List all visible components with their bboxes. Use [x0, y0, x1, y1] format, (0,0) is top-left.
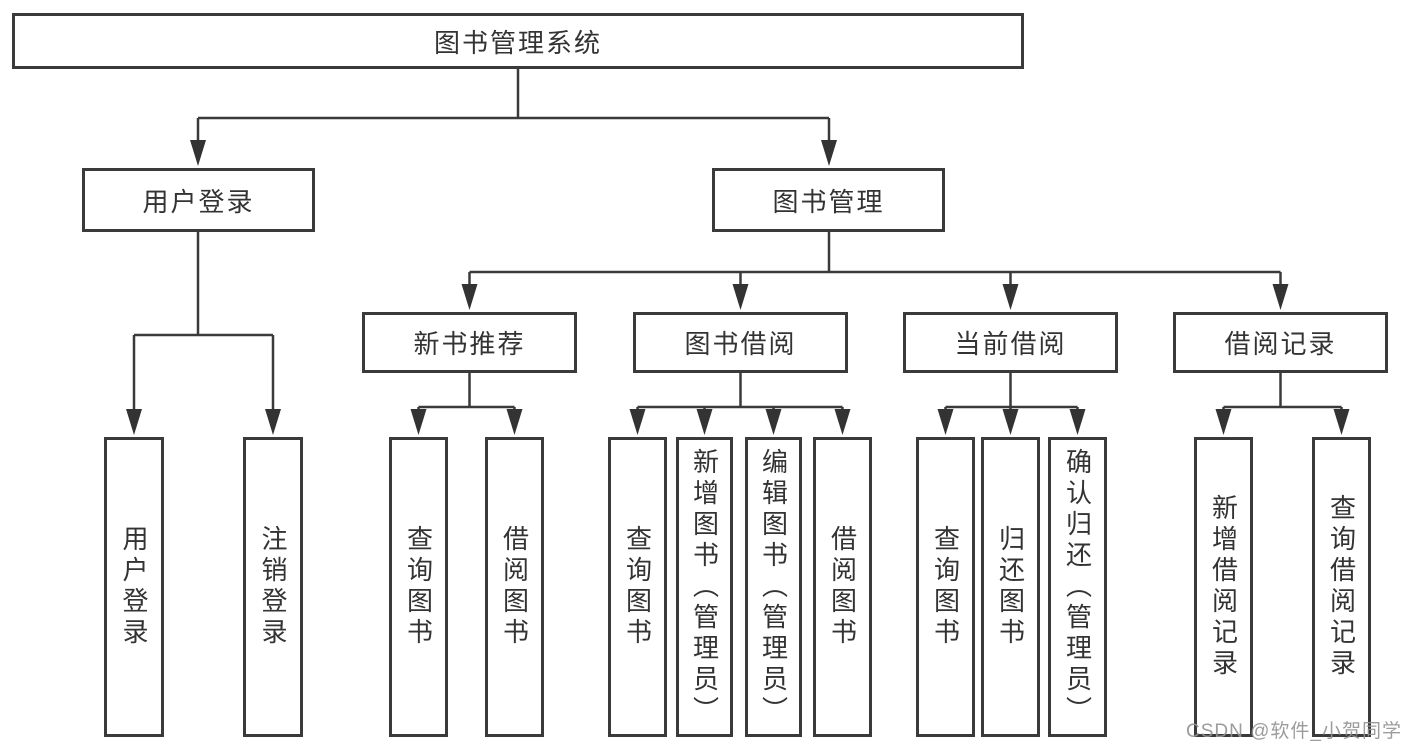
- leaf-user-login-label: 用户登录: [119, 525, 149, 649]
- leaf-borrow-edit-books-admin-label: 编辑图书（管理员）: [758, 447, 789, 727]
- node-root: 图书管理系统: [12, 13, 1024, 69]
- leaf-borrow-add-books-admin: 新增图书（管理员）: [676, 437, 733, 737]
- leaf-current-confirm-return-admin-label: 确认归还（管理员）: [1062, 447, 1093, 727]
- leaf-records-query-record: 查询借阅记录: [1312, 437, 1371, 737]
- leaf-borrow-borrow-books-label: 借阅图书: [827, 525, 858, 649]
- leaf-newrec-borrow-books-label: 借阅图书: [499, 525, 530, 649]
- leaf-current-query-books: 查询图书: [916, 437, 975, 737]
- watermark: CSDN @软件_小贺同学: [1186, 721, 1402, 742]
- node-current-borrow-label: 当前借阅: [954, 329, 1067, 359]
- node-borrow-records: 借阅记录: [1173, 312, 1388, 373]
- leaf-newrec-query-books-label: 查询图书: [403, 525, 434, 649]
- leaf-newrec-query-books: 查询图书: [389, 437, 448, 737]
- node-borrow-records-label: 借阅记录: [1224, 329, 1337, 359]
- leaf-borrow-edit-books-admin: 编辑图书（管理员）: [745, 437, 802, 737]
- leaf-logout-label: 注销登录: [258, 525, 288, 649]
- leaf-records-query-record-label: 查询借阅记录: [1326, 494, 1357, 680]
- arrowheads: [126, 140, 1350, 435]
- leaf-records-add-record: 新增借阅记录: [1194, 437, 1253, 737]
- leaf-borrow-query-books: 查询图书: [608, 437, 667, 737]
- leaf-current-query-books-label: 查询图书: [930, 525, 961, 649]
- leaf-borrow-query-books-label: 查询图书: [622, 525, 653, 649]
- node-user-login: 用户登录: [82, 168, 315, 232]
- node-book-borrow-label: 图书借阅: [684, 329, 797, 359]
- leaf-user-login: 用户登录: [104, 437, 164, 737]
- leaf-current-confirm-return-admin: 确认归还（管理员）: [1048, 437, 1107, 737]
- node-book-management: 图书管理: [712, 168, 945, 232]
- leaf-records-add-record-label: 新增借阅记录: [1208, 494, 1239, 680]
- leaf-current-return-books: 归还图书: [981, 437, 1040, 737]
- node-book-management-label: 图书管理: [772, 186, 885, 217]
- leaf-current-return-books-label: 归还图书: [995, 525, 1026, 649]
- leaf-newrec-borrow-books: 借阅图书: [485, 437, 544, 737]
- node-book-borrow: 图书借阅: [633, 312, 848, 373]
- node-root-label: 图书管理系统: [433, 27, 602, 58]
- node-new-book-recommend-label: 新书推荐: [413, 329, 526, 359]
- connector-segments: [132, 69, 1343, 415]
- leaf-borrow-add-books-admin-label: 新增图书（管理员）: [689, 447, 720, 727]
- node-current-borrow: 当前借阅: [903, 312, 1118, 373]
- leaf-borrow-borrow-books: 借阅图书: [813, 437, 872, 737]
- node-user-login-label: 用户登录: [142, 186, 255, 217]
- leaf-logout: 注销登录: [243, 437, 303, 737]
- node-new-book-recommend: 新书推荐: [362, 312, 577, 373]
